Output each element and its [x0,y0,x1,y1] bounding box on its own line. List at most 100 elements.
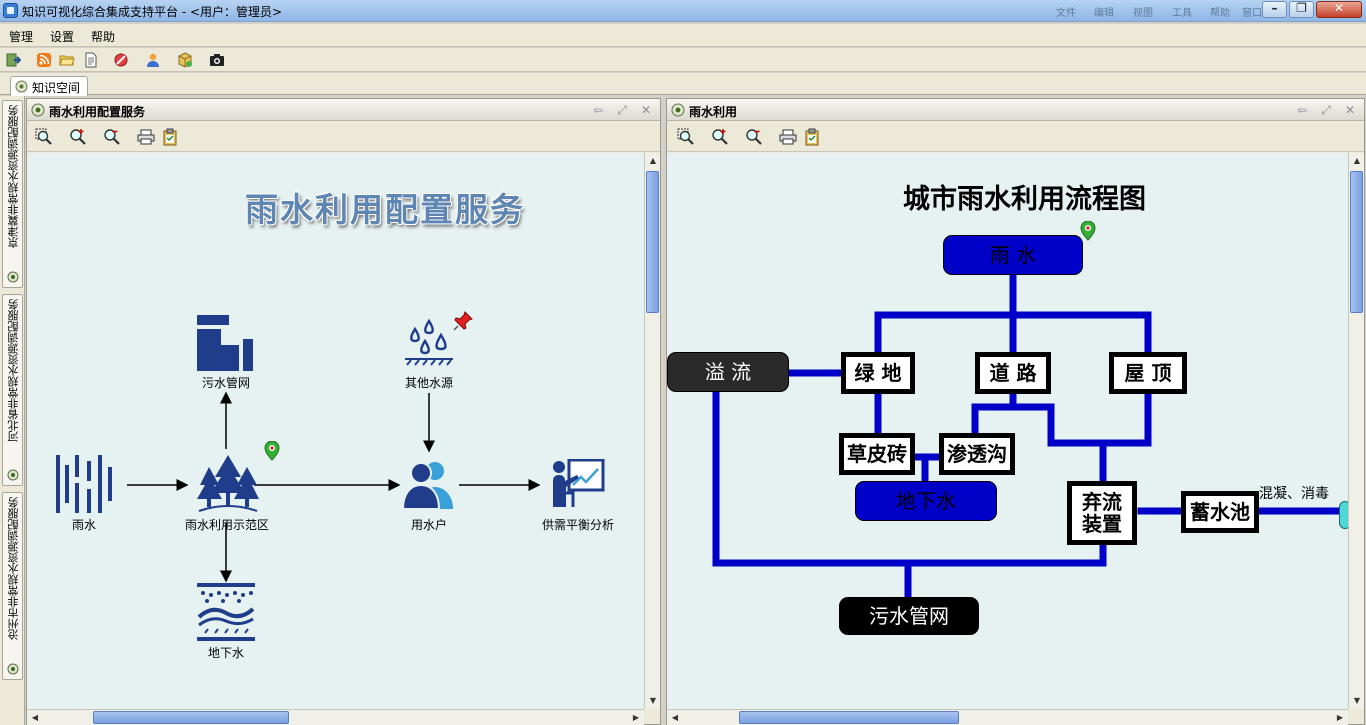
maximize-button[interactable]: ❐ [1289,1,1314,18]
node-label-other-source: 其他水源 [404,376,453,390]
vtab-hebei[interactable]: 河北省非常规水资源调配服务 [2,294,23,486]
box-green-land[interactable]: 绿 地 [841,352,915,394]
pin-icon[interactable]: ⇦ [1296,103,1308,117]
scroll-left-icon[interactable]: ◀ [31,713,39,722]
pipe-roof-discard [1099,389,1152,447]
vtab-label: 京津冀非常规水资源调配服务 [7,105,20,248]
vtab-jingjinji[interactable]: 京津冀非常规水资源调配服务 [2,100,23,288]
maximize-panel-icon[interactable]: ⤢ [1321,103,1331,117]
service-gear-icon [7,663,19,675]
service-gear-icon [7,469,19,481]
scroll-up-icon[interactable]: ▲ [1353,156,1361,165]
panel-rainwater-use: 雨水利用 ⇦ ⤢ ✕ [666,98,1365,725]
sewer-pipe-icon[interactable] [197,315,255,371]
zoom-out-icon[interactable] [745,128,763,146]
box-sewer[interactable]: 污水管网 [839,597,979,635]
clipboard-icon[interactable] [161,128,179,146]
zoom-in-icon[interactable] [711,128,729,146]
node-label-demo-zone: 雨水利用示范区 [184,518,269,532]
scroll-up-icon[interactable]: ▲ [649,156,657,165]
vtab-label: 河北省非常规水资源调配服务 [7,299,20,442]
menu-help[interactable]: 帮助 [91,30,116,44]
exit-icon[interactable] [5,52,21,68]
clipboard-icon[interactable] [803,128,821,146]
menu-bar: 管理 设置 帮助 [0,24,1366,47]
zoom-out-icon[interactable] [103,128,121,146]
groundwater-icon[interactable] [197,583,255,641]
flowchart-title: 城市雨水利用流程图 [903,184,1146,215]
vertical-scrollbar[interactable]: ▲ ▼ [644,153,660,709]
print-icon[interactable] [779,128,797,146]
scroll-right-icon[interactable]: ▶ [632,713,640,722]
diagram-canvas[interactable]: 雨水利用配置服务 雨水 雨水利用示范区 [27,153,644,709]
box-roof[interactable]: 屋 顶 [1109,352,1187,394]
scroll-thumb[interactable] [739,711,959,724]
scroll-thumb[interactable] [646,171,659,313]
zoom-fit-icon[interactable] [35,128,53,146]
scroll-down-icon[interactable]: ▼ [649,696,657,705]
box-groundwater[interactable]: 地下水 [855,481,997,521]
scroll-thumb[interactable] [93,711,289,724]
horizontal-scrollbar[interactable]: ◀ ▶ [27,709,644,725]
tab-knowledge-space[interactable]: 知识空间 [10,76,88,96]
service-gear-icon [671,103,685,117]
folder-open-icon[interactable] [59,52,75,68]
pin-icon[interactable]: ⇦ [592,103,604,117]
node-label-balance: 供需平衡分析 [541,518,614,532]
panel-header: 雨水利用 ⇦ ⤢ ✕ [667,99,1364,121]
menu-settings[interactable]: 设置 [50,30,75,44]
faded-menu-edit: 编辑 [1094,8,1114,19]
scroll-thumb[interactable] [1350,171,1363,313]
rss-icon[interactable] [36,52,52,68]
box-seepage-ditch[interactable]: 渗透沟 [939,433,1015,475]
user-icon[interactable] [145,52,161,68]
camera-icon[interactable] [209,52,225,68]
scroll-down-icon[interactable]: ▼ [1353,696,1361,705]
knowledge-space-icon [15,80,28,93]
outlet-node[interactable] [1339,501,1348,529]
restore-icon: ❐ [1296,1,1307,15]
zoom-in-icon[interactable] [69,128,87,146]
tab-label: 知识空间 [32,81,81,95]
block-icon[interactable] [113,52,129,68]
water-drops-icon[interactable] [403,319,455,367]
vtab-cangzhou[interactable]: 沧州市非常规水资源调配服务 [2,492,23,680]
node-label-rain: 雨水 [71,518,96,532]
scroll-right-icon[interactable]: ▶ [1336,713,1344,722]
forest-icon[interactable] [197,455,259,513]
box-road[interactable]: 道 路 [975,352,1051,394]
flow-pipes [712,269,1348,599]
pipe-overflow-loop [712,389,1107,567]
box-overflow[interactable]: 溢 流 [667,352,789,392]
horizontal-scrollbar[interactable]: ◀ ▶ [667,709,1348,725]
vertical-scrollbar[interactable]: ▲ ▼ [1348,153,1364,709]
box-rain[interactable]: 雨 水 [943,235,1083,275]
service-gear-icon [7,271,19,283]
node-label-groundwater: 地下水 [207,646,244,660]
presentation-chart-icon[interactable] [551,459,605,509]
rain-icon[interactable] [55,455,113,513]
close-button[interactable]: ✕ [1316,1,1362,18]
faded-menu-help: 帮助 [1210,8,1230,19]
scroll-left-icon[interactable]: ◀ [671,713,679,722]
flowchart-canvas[interactable]: 城市雨水利用流程图 雨 水 绿 地 道 路 屋 顶 溢 流 草皮砖 渗透沟 地下… [667,153,1348,709]
close-panel-icon[interactable]: ✕ [1344,103,1356,117]
map-pin-icon[interactable] [263,441,281,461]
diagram-arrows [127,391,541,583]
box-storage-tank[interactable]: 蓄水池 [1181,491,1259,533]
package-icon[interactable] [177,52,193,68]
minimize-button[interactable]: – [1262,1,1287,18]
pushpin-icon[interactable] [453,311,473,331]
panel-rainwater-config: 雨水利用配置服务 ⇦ ⤢ ✕ 雨水利用配置服务 [26,98,661,725]
close-panel-icon[interactable]: ✕ [640,103,652,117]
zoom-fit-icon[interactable] [677,128,695,146]
box-lawn-brick[interactable]: 草皮砖 [839,433,915,475]
maximize-panel-icon[interactable]: ⤢ [617,103,627,117]
map-pin-icon[interactable] [1079,221,1097,241]
print-icon[interactable] [137,128,155,146]
box-discard-device[interactable]: 弃流装置 [1067,481,1137,545]
menu-manage[interactable]: 管理 [9,30,34,44]
document-icon[interactable] [83,52,99,68]
water-user-icon[interactable] [403,459,455,509]
